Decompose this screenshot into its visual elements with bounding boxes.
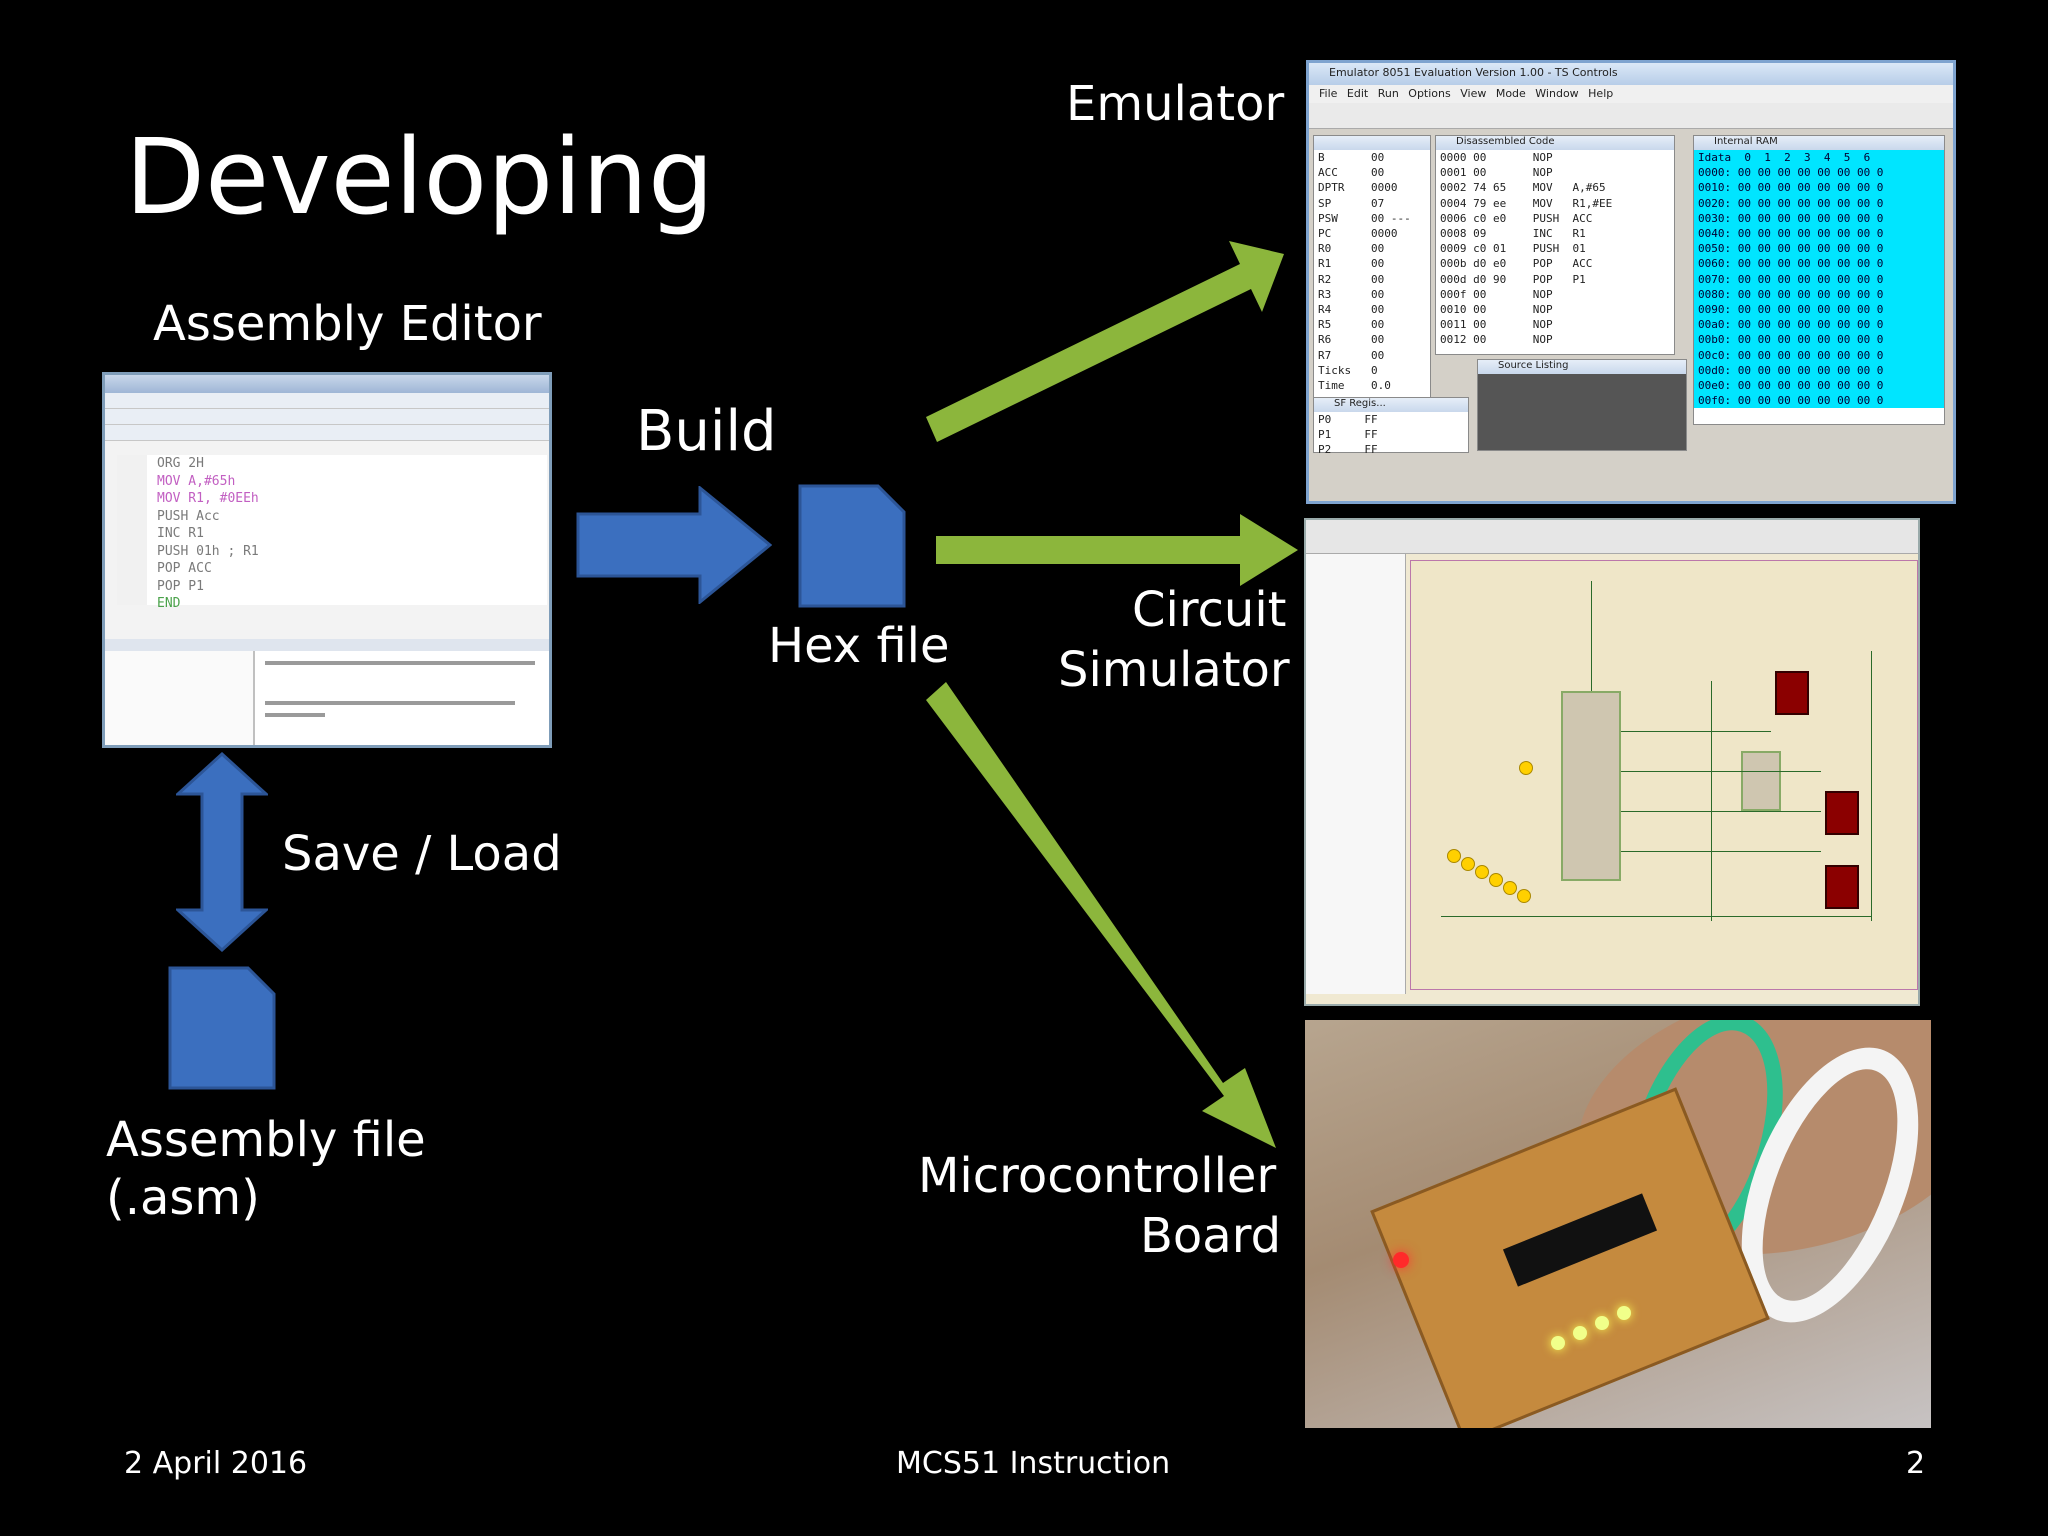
editor-toolbar-1 [105, 409, 549, 425]
ram-pane-header: Internal RAM [1694, 136, 1944, 150]
circuit-label-line2: Simulator [1058, 642, 1290, 698]
output-message-line [265, 713, 325, 717]
editor-menubar [105, 393, 549, 409]
ic-symbol [1741, 751, 1781, 811]
led-symbol [1461, 857, 1475, 871]
sf-pane-header: SF Regis... [1314, 398, 1468, 412]
assembly-file-label-line1: Assembly file [106, 1112, 426, 1168]
hex-file-icon [798, 484, 906, 608]
editor-output-panel [105, 639, 549, 745]
emulator-menubar: File Edit Run Options View Mode Window H… [1309, 85, 1953, 103]
microcontroller-label-line2: Board [1140, 1208, 1282, 1264]
hex-file-label: Hex file [768, 618, 950, 674]
mcu-chip-symbol [1561, 691, 1621, 881]
code-line: PUSH Acc [157, 508, 220, 524]
sf-registers-list: P0 FF P1 FF P2 FF [1318, 413, 1378, 457]
emulator-screenshot: Emulator 8051 Evaluation Version 1.00 - … [1306, 60, 1956, 504]
assembly-file-icon [168, 966, 276, 1090]
schematic-wire [1441, 916, 1871, 917]
editor-toolbar-2 [105, 425, 549, 441]
seven-segment-display [1775, 671, 1809, 715]
assembly-editor-label: Assembly Editor [153, 296, 542, 352]
output-message-line [265, 661, 535, 665]
editor-code-area: ORG 2H MOV A,#65h MOV R1, #0EEh PUSH Acc… [117, 455, 547, 611]
code-line: INC R1 [157, 526, 204, 541]
arrow-to-circuit-simulator [936, 514, 1298, 586]
schematic-wire [1621, 731, 1771, 732]
led-symbol [1503, 881, 1517, 895]
photo-yellow-led [1595, 1316, 1609, 1330]
photo-yellow-led [1617, 1306, 1631, 1320]
arrow-to-emulator [926, 241, 1284, 442]
photo-yellow-led [1551, 1336, 1565, 1350]
microcontroller-label-line1: Microcontroller [918, 1148, 1277, 1204]
schematic-wire [1711, 681, 1712, 921]
editor-file-pane [105, 651, 255, 745]
led-symbol [1447, 849, 1461, 863]
save-load-label: Save / Load [282, 826, 562, 882]
output-message-line [265, 701, 515, 705]
build-arrow [576, 486, 772, 604]
slide-title: Developing [125, 116, 714, 238]
schematic-wire [1621, 811, 1821, 812]
led-symbol [1489, 873, 1503, 887]
registers-pane-header [1314, 136, 1430, 150]
emulator-label: Emulator [1066, 76, 1285, 132]
seven-segment-display [1825, 865, 1859, 909]
assembly-file-label-line2: (.asm) [106, 1170, 260, 1226]
source-pane-header: Source Listing [1478, 360, 1686, 374]
page-number: 2 [1906, 1446, 1926, 1481]
sf-registers-pane: SF Regis... P0 FF P1 FF P2 FF [1313, 397, 1469, 456]
disasm-listing: 0000 00 NOP 0001 00 NOP 0002 74 65 MOV A… [1440, 151, 1613, 347]
code-line: MOV A,#65h [157, 473, 236, 489]
seven-segment-display [1825, 791, 1859, 835]
circuit-toolbar [1306, 520, 1918, 554]
ram-table: Idata 0 1 2 3 4 5 6 0000: 00 00 00 00 00… [1694, 150, 1944, 409]
photo-yellow-led [1573, 1326, 1587, 1340]
microcontroller-board-photo [1305, 1020, 1931, 1428]
footer-title: MCS51 Instruction [896, 1446, 1171, 1481]
schematic-wire [1871, 651, 1872, 921]
circuit-schematic-canvas [1410, 560, 1918, 990]
emulator-window-title: Emulator 8051 Evaluation Version 1.00 - … [1309, 63, 1953, 85]
schematic-wire [1621, 851, 1821, 852]
led-symbol [1517, 889, 1531, 903]
code-line: PUSH 01h ; R1 [157, 543, 259, 559]
footer-date: 2 April 2016 [124, 1446, 308, 1481]
build-label: Build [636, 399, 777, 464]
internal-ram-pane: Internal RAM Idata 0 1 2 3 4 5 6 0000: 0… [1693, 135, 1945, 425]
code-line: ORG 2H [157, 456, 204, 471]
code-line: POP P1 [157, 578, 204, 594]
schematic-wire [1621, 771, 1821, 772]
disasm-pane-header: Disassembled Code [1436, 136, 1674, 150]
code-line: MOV R1, #0EEh [157, 491, 259, 506]
circuit-label-line1: Circuit [1132, 582, 1287, 638]
registers-list: B 00 ACC 00 DPTR 0000 SP 07 PSW 00 --- P… [1318, 151, 1411, 393]
source-listing-pane: Source Listing [1477, 359, 1687, 451]
save-load-double-arrow [176, 752, 268, 952]
circuit-simulator-screenshot [1304, 518, 1920, 1006]
code-line: POP ACC [157, 561, 212, 576]
disassembled-code-pane: Disassembled Code 0000 00 NOP 0001 00 NO… [1435, 135, 1675, 355]
arrow-to-microcontroller [926, 682, 1276, 1148]
assembly-editor-screenshot: ORG 2H MOV A,#65h MOV R1, #0EEh PUSH Acc… [102, 372, 552, 748]
led-symbol [1519, 761, 1533, 775]
schematic-wire [1591, 581, 1592, 691]
photo-red-led [1393, 1252, 1409, 1268]
led-symbol [1475, 865, 1489, 879]
circuit-component-list [1306, 554, 1406, 994]
emulator-toolbar [1309, 103, 1953, 129]
editor-titlebar [105, 375, 549, 393]
code-line: END [157, 596, 181, 611]
